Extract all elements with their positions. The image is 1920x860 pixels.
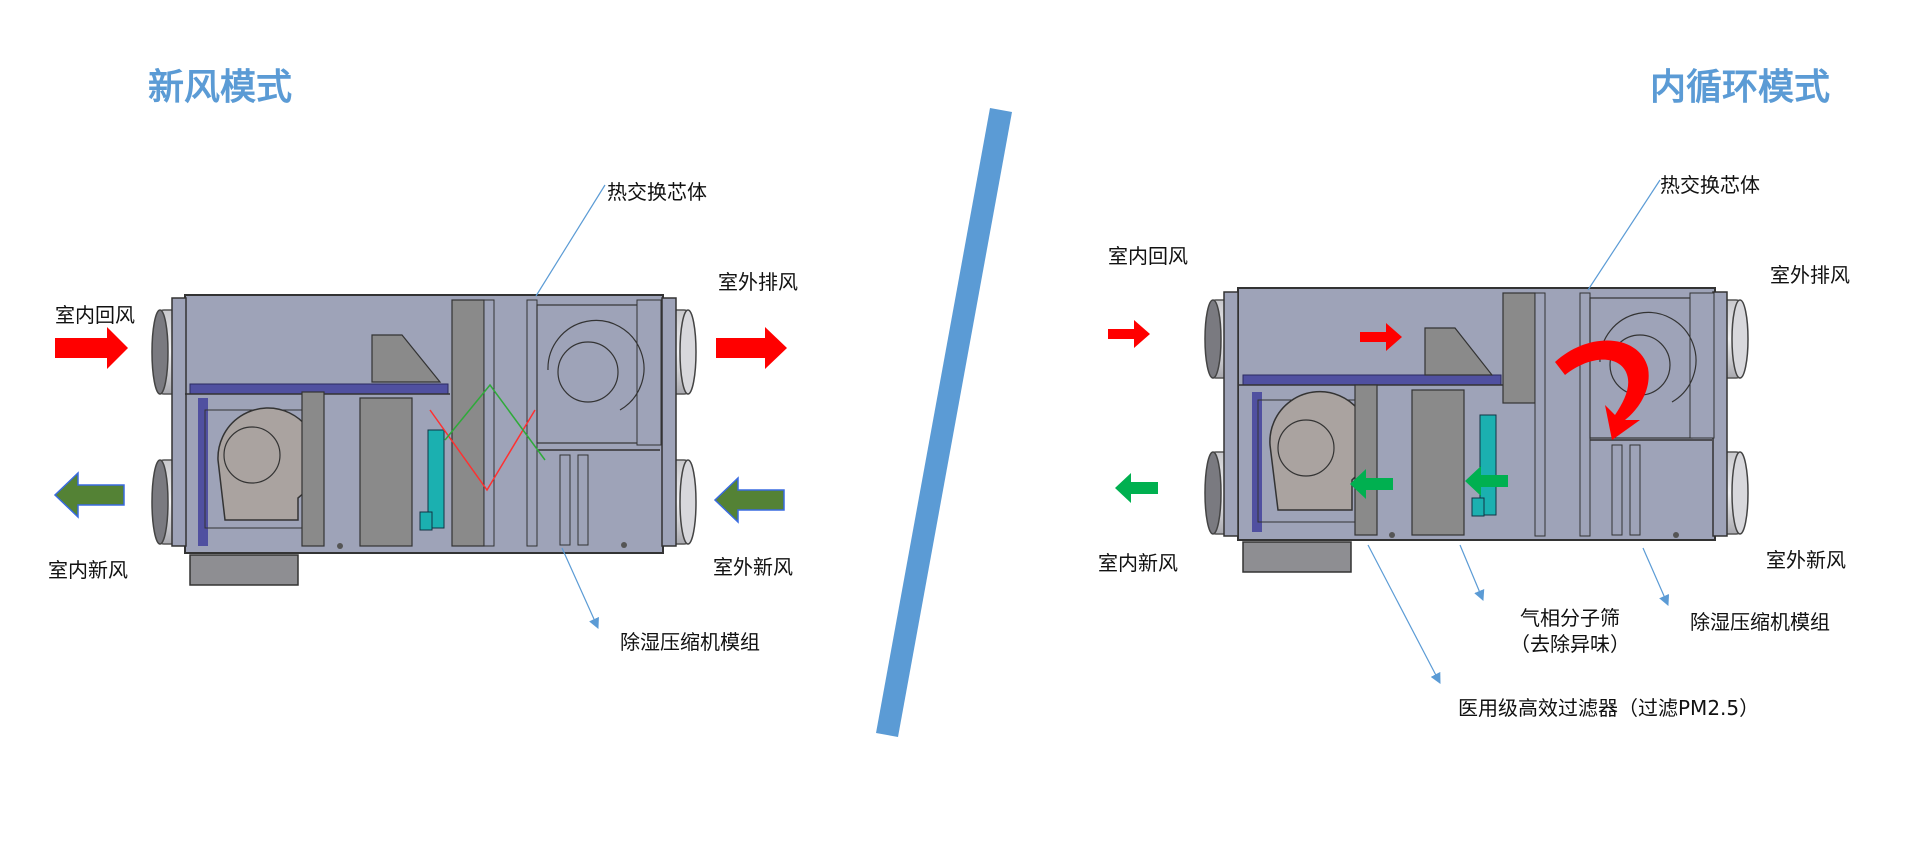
left-label-heat-core: 热交换芯体: [607, 180, 707, 204]
right-ventilator-unit: [1204, 287, 1749, 573]
center-divider-bar: [876, 108, 1012, 737]
right-leader-dehumid: [1642, 547, 1670, 606]
right-label-dehumid-module: 除湿压缩机模组: [1690, 610, 1830, 634]
left-title: 新风模式: [148, 67, 293, 108]
right-leader-medical-filter: [1367, 544, 1441, 684]
right-arrow-inside-fresh-2: [1465, 466, 1508, 496]
gas-sieve-line2: （去除异味）: [1510, 632, 1630, 656]
right-arrow-indoor-fresh: [1115, 473, 1158, 503]
left-arrow-indoor-return: [55, 327, 128, 369]
right-label-outdoor-fresh: 室外新风: [1766, 548, 1846, 572]
left-ventilator-unit: [151, 294, 697, 586]
right-label-indoor-fresh: 室内新风: [1098, 551, 1178, 575]
right-label-indoor-return: 室内回风: [1108, 244, 1188, 268]
right-arrow-inside-return: [1360, 323, 1402, 351]
right-label-outdoor-exhaust: 室外排风: [1770, 263, 1850, 287]
left-arrow-outdoor-exhaust: [716, 327, 787, 369]
left-leader-dehumid: [561, 547, 599, 629]
left-label-outdoor-fresh: 室外新风: [713, 555, 793, 579]
right-label-heat-core: 热交换芯体: [1660, 173, 1760, 197]
left-label-outdoor-exhaust: 室外排风: [718, 270, 798, 294]
left-label-indoor-return: 室内回风: [55, 303, 135, 327]
left-label-indoor-fresh: 室内新风: [48, 558, 128, 582]
gas-sieve-line1: 气相分子筛: [1520, 606, 1620, 630]
right-arrow-internal-loop: [1555, 340, 1649, 440]
right-arrow-indoor-return: [1108, 320, 1150, 348]
right-title: 内循环模式: [1650, 67, 1831, 108]
left-label-dehumid-module: 除湿压缩机模组: [620, 630, 760, 654]
left-leader-heat-core: [535, 184, 606, 297]
right-leader-heat-core: [1587, 179, 1661, 291]
right-label-medical-filter: 医用级高效过滤器（过滤PM2.5）: [1458, 696, 1760, 720]
left-arrow-outdoor-fresh: [713, 476, 785, 524]
right-leader-gas-sieve: [1459, 544, 1485, 601]
right-label-gas-sieve: 气相分子筛 （去除异味）: [1500, 608, 1640, 654]
right-arrow-inside-fresh-1: [1350, 469, 1393, 499]
left-arrow-indoor-fresh: [53, 471, 125, 519]
